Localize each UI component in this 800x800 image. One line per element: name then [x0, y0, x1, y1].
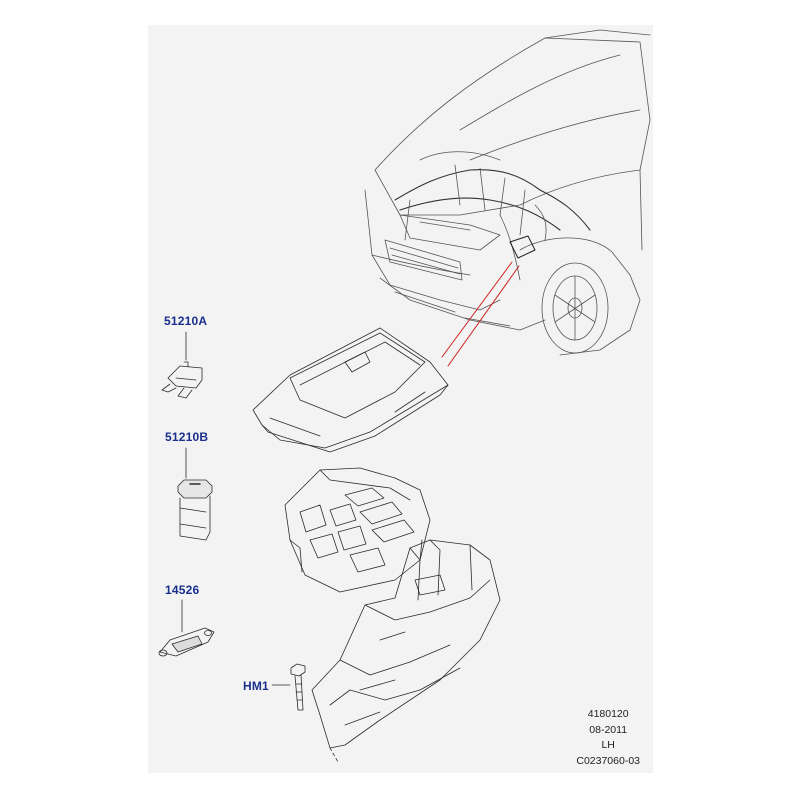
bolt-hm1-illustration	[271, 663, 306, 711]
red-leader-lines	[441, 261, 520, 367]
fuse-box-lower-housing-illustration	[311, 539, 501, 763]
fuse-box-body-illustration	[284, 467, 431, 593]
callout-51210a: 51210A	[164, 314, 208, 328]
fuse-51210a-illustration	[161, 331, 203, 399]
callout-hm1: HM1	[243, 679, 269, 693]
diagram-sheet	[148, 25, 653, 773]
illustration-side: LH	[601, 739, 615, 751]
fuse-51210b-illustration	[177, 447, 213, 541]
fuse-link-14526-illustration	[158, 599, 215, 657]
callout-14526: 14526	[165, 583, 200, 597]
illustration-metadata: 4180120 08-2011 LH C0237060-03	[576, 707, 640, 769]
callout-51210b: 51210B	[165, 430, 209, 444]
vehicle-front-illustration	[364, 29, 651, 356]
illustration-date: 08-2011	[589, 723, 628, 736]
illustration-number: 4180120	[587, 708, 629, 720]
illustration-code: C0237060-03	[576, 754, 640, 767]
fuse-box-cover-illustration	[252, 327, 449, 453]
